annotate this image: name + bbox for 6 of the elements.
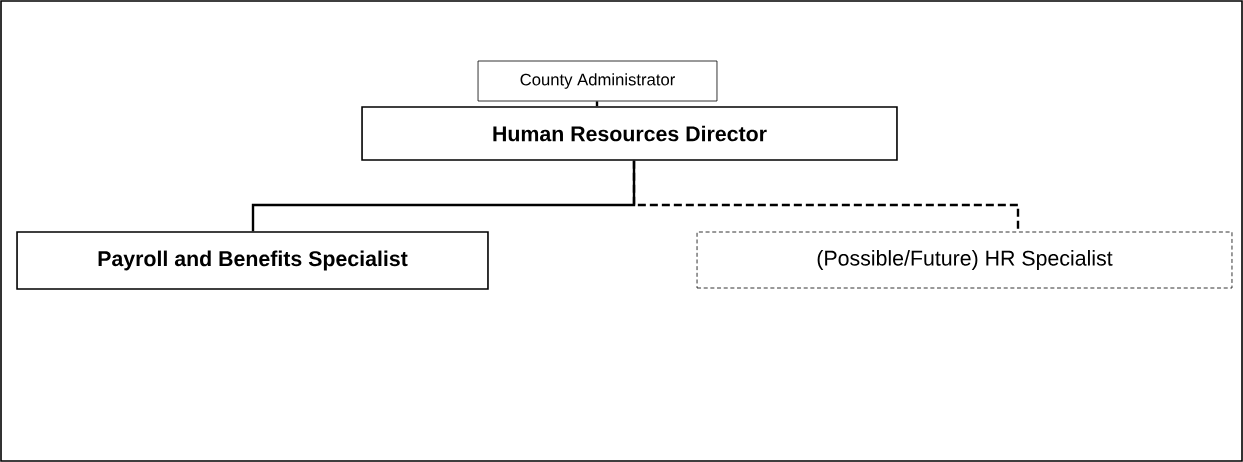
connector-line xyxy=(595,101,599,107)
position-box: County Administrator xyxy=(477,60,718,102)
connector-line xyxy=(251,160,636,232)
position-box: (Possible/Future) HR Specialist xyxy=(696,231,1233,289)
position-box: Human Resources Director xyxy=(361,106,898,161)
position-box: Payroll and Benefits Specialist xyxy=(16,231,489,290)
